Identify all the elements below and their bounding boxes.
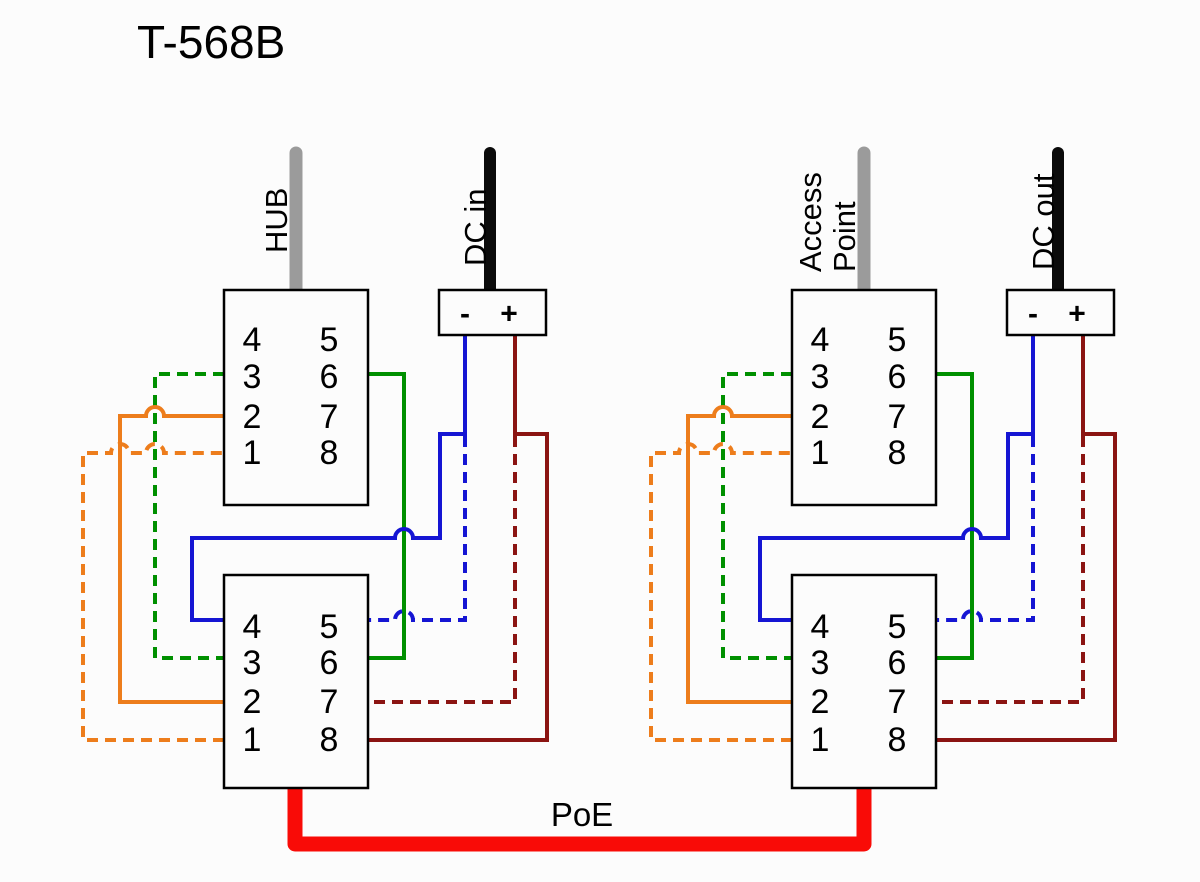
hub-top-pin-4: 4	[243, 321, 262, 359]
hub-top-pin-2: 2	[243, 398, 262, 436]
access-point-brown-white-wire-dc-plus-pin7	[936, 436, 1085, 704]
hub-bottom-pin-4: 4	[243, 608, 262, 646]
hub-bottom-pin-1: 1	[243, 721, 262, 759]
access-point-top-pin-5: 5	[888, 321, 907, 359]
access-point-bottom-pin-8: 8	[888, 721, 907, 759]
hub-brown-white-wire-dc-plus-pin7	[368, 436, 517, 704]
poe-cable	[287, 786, 872, 852]
access-point-device-label-line1: Access	[793, 172, 828, 272]
access-point-top-pin-4: 4	[811, 321, 830, 359]
access-point-green-wire-pin6	[936, 372, 974, 660]
access-point-top-connector	[790, 288, 938, 507]
access-point-brown-wire-dc-plus-pin8	[936, 335, 1117, 742]
hub-top-connector	[222, 288, 370, 507]
access-point-dc-label: DC out	[1026, 173, 1061, 270]
access-point-dc-minus-terminal: -	[1028, 298, 1038, 331]
hub-top-pin-5: 5	[320, 321, 339, 359]
access-point-orange-white-wire-pin1	[649, 442, 792, 742]
hub-top-pin-6: 6	[320, 358, 339, 396]
hub-blue-wire-dc-minus-pin4	[190, 335, 467, 622]
hub-dc-label: DC in	[458, 188, 493, 266]
hub-bottom-pin-3: 3	[243, 644, 262, 682]
access-point-device-label-line2: Point	[827, 201, 862, 272]
hub-green-white-wire-pin3	[153, 372, 224, 660]
hub-dc-terminal-box	[437, 288, 548, 337]
hub-top-pin-3: 3	[243, 358, 262, 396]
hub-orange-wire-pin2	[118, 405, 224, 704]
hub-dc-plus-terminal: +	[500, 298, 518, 331]
hub-brown-wire-dc-plus-pin8	[368, 335, 549, 742]
hub-blue-white-wire-dc-minus-pin5	[368, 436, 467, 622]
access-point-orange-wire-pin2	[686, 405, 792, 704]
hub-bottom-pin-7: 7	[320, 683, 339, 721]
hub-bottom-pin-5: 5	[320, 608, 339, 646]
hub-bottom-pin-8: 8	[320, 721, 339, 759]
access-point-dc-plus-terminal: +	[1068, 298, 1086, 331]
diagram-title: T-568B	[137, 16, 285, 68]
access-point-top-pin-6: 6	[888, 358, 907, 396]
access-point-bottom-connector	[790, 573, 938, 790]
access-point-bottom-pin-7: 7	[888, 683, 907, 721]
access-point-top-pin-3: 3	[811, 358, 830, 396]
access-point-top-pin-2: 2	[811, 398, 830, 436]
poe-label: PoE	[551, 796, 613, 833]
access-point-bottom-pin-3: 3	[811, 644, 830, 682]
access-point-bottom-pin-5: 5	[888, 608, 907, 646]
access-point-bottom-pin-6: 6	[888, 644, 907, 682]
access-point-top-pin-8: 8	[888, 434, 907, 472]
access-point-blue-wire-dc-minus-pin4	[758, 335, 1035, 622]
access-point-bottom-pin-4: 4	[811, 608, 830, 646]
hub-orange-white-wire-pin1	[81, 442, 224, 742]
access-point-top-pin-7: 7	[888, 398, 907, 436]
hub-top-pin-8: 8	[320, 434, 339, 472]
hub-top-pin-7: 7	[320, 398, 339, 436]
access-point-bottom-pin-2: 2	[811, 683, 830, 721]
access-point-dc-terminal-box	[1005, 288, 1116, 337]
hub-bottom-pin-6: 6	[320, 644, 339, 682]
access-point-blue-white-wire-dc-minus-pin5	[936, 436, 1035, 622]
access-point-bottom-pin-1: 1	[811, 721, 830, 759]
hub-device-label-line1: HUB	[259, 188, 294, 253]
access-point-top-pin-1: 1	[811, 434, 830, 472]
hub-dc-minus-terminal: -	[460, 298, 470, 331]
hub-bottom-pin-2: 2	[243, 683, 262, 721]
access-point-green-white-wire-pin3	[721, 372, 792, 660]
hub-green-wire-pin6	[368, 372, 406, 660]
hub-bottom-connector	[222, 573, 370, 790]
hub-top-pin-1: 1	[243, 434, 262, 472]
